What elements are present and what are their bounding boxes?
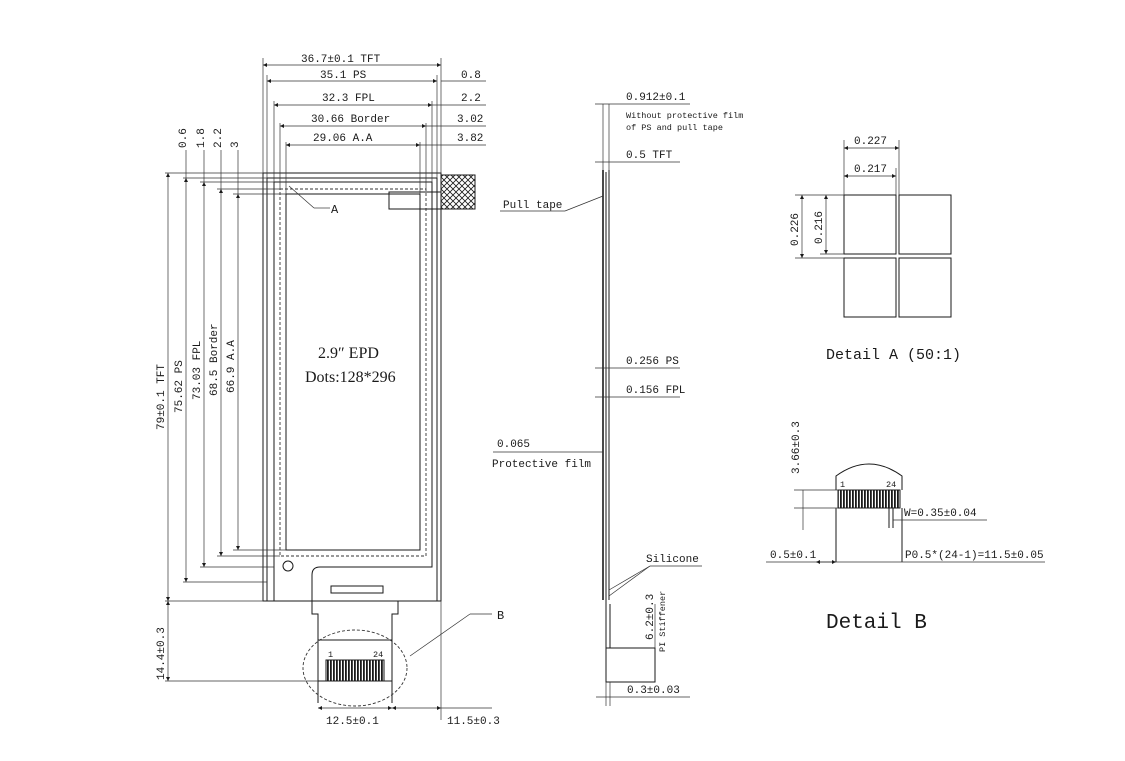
dim-tft-width: 36.7±0.1 TFT [301,54,381,66]
dim-top-left-2-2: 2.2 [213,128,225,148]
dim-right-3-82: 3.82 [457,133,483,145]
fpc-connector [325,659,385,682]
side-ps: 0.256 PS [626,356,679,368]
pi-stiffener [605,647,656,683]
alignment-mark [282,560,294,572]
detail-b-title: Detail B [826,612,927,635]
front-view: 1 24 36.7±0.1 TFT 35.1 PS 32.3 FPL 30.66… [156,54,504,728]
side-pull-tape: Pull tape [503,200,562,212]
detail-a-h-outer: 0.226 [790,213,802,246]
pull-tape-tab [440,174,476,210]
dim-aa-height: 66.9 A.A [226,340,238,393]
dim-aa-width: 29.06 A.A [313,133,373,145]
detail-b-pitch: P0.5*(24-1)=11.5±0.05 [905,550,1044,562]
side-silicone: Silicone [646,554,699,566]
detail-a-h-inner: 0.216 [814,211,826,244]
dim-ps-width: 35.1 PS [320,70,367,82]
ps-outline [266,177,438,602]
side-stiffener-len: 6.2±0.3 [645,594,657,640]
detail-b-pin-1: 1 [840,480,845,490]
dim-tail-height: 14.4±0.3 [156,627,168,680]
detail-b-height: 3.66±0.3 [791,421,803,474]
connector-pin-1: 1 [328,650,333,660]
dim-top-left-1-8: 1.8 [196,128,208,148]
side-view: 0.912±0.1 Without protective film of PS … [492,92,743,706]
epd-dots: Dots:128*296 [305,369,396,386]
dim-top-left-3: 3 [230,141,242,148]
dim-fpl-width: 32.3 FPL [322,93,375,105]
dim-border-height: 68.5 Border [209,323,221,396]
detail-b-connector [837,489,901,509]
fpl-outline [273,181,433,602]
detail-a-w-outer: 0.227 [854,136,887,148]
dim-right-3-02: 3.02 [457,114,483,126]
fpc-tail [311,601,399,641]
dim-border-width: 30.66 Border [311,114,390,126]
side-note-line2: of PS and pull tape [626,123,723,133]
side-stiffener-label: PI Stiffener [658,591,668,652]
detail-a-w-inner: 0.217 [854,164,887,176]
detail-a: 0.227 0.217 0.226 0.216 Detail A (50:1) [790,136,961,364]
border-outline [279,188,427,557]
dim-tft-height: 79±0.1 TFT [156,364,168,430]
dim-right-0-8: 0.8 [461,70,481,82]
side-protective-value: 0.065 [497,439,530,451]
detail-b-pin-24: 24 [886,480,896,490]
callout-a: A [331,203,339,217]
tail-slot [330,585,384,594]
side-fpl: 0.156 FPL [626,385,685,397]
side-stiffener-thk: 0.3±0.03 [627,685,680,697]
dim-right-2-2: 2.2 [461,93,481,105]
detail-a-title: Detail A (50:1) [826,347,961,364]
detail-b-width: W=0.35±0.04 [904,508,977,520]
side-protective-label: Protective film [492,459,591,471]
pull-tape-base [388,191,442,210]
detail-b-offset: 0.5±0.1 [770,550,817,562]
tft-outline [262,172,442,602]
callout-b: B [497,609,504,623]
dim-fpl-height: 73.03 FPL [192,341,204,400]
detail-b: 1 24 3.66±0.3 W=0.35±0.04 0.5±0.1 P0.5*(… [766,421,1045,635]
dim-top-left-0-6: 0.6 [178,128,190,148]
side-total-thickness: 0.912±0.1 [626,92,686,104]
active-area [285,193,421,551]
side-tft: 0.5 TFT [626,150,673,162]
dim-bottom-left: 12.5±0.1 [326,716,379,728]
side-note-line1: Without protective film [626,111,743,121]
connector-pin-24: 24 [373,650,383,660]
dim-bottom-right: 11.5±0.3 [447,716,500,728]
epd-title: 2.9″ EPD [318,345,379,362]
dim-ps-height: 75.62 PS [174,360,186,413]
